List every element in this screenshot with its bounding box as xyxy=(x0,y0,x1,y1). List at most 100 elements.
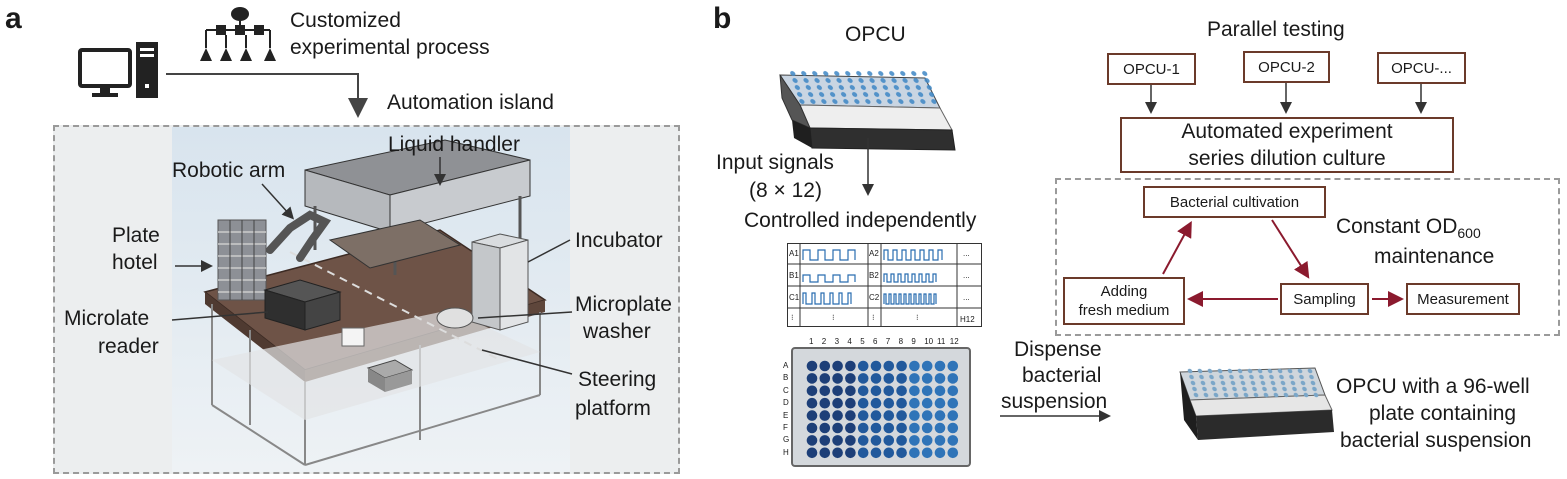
well-C7 xyxy=(883,385,895,397)
well-B3 xyxy=(832,373,843,384)
well-H6 xyxy=(870,447,882,459)
well-C10 xyxy=(921,385,933,397)
well-B8 xyxy=(896,373,907,384)
well-G9 xyxy=(909,435,920,446)
plate-row-label: D xyxy=(783,398,789,408)
well-E2 xyxy=(819,410,831,421)
well-F11 xyxy=(934,422,946,434)
well-F3 xyxy=(832,422,843,434)
well-C5 xyxy=(857,385,869,397)
signal-row-more1: ⁝ xyxy=(791,313,794,322)
signal-row-a1: A1 xyxy=(789,249,799,258)
well-D4 xyxy=(845,397,856,409)
well-B4 xyxy=(845,373,856,384)
process-label-line2: experimental process xyxy=(290,36,490,59)
microplate-washer-label-line1: Microplate xyxy=(575,293,672,316)
well-E12 xyxy=(947,410,959,421)
plate-col-label: 8 xyxy=(898,337,904,346)
well-H12 xyxy=(947,447,959,459)
well-D8 xyxy=(896,397,907,409)
well-A6 xyxy=(870,360,882,372)
well-F10 xyxy=(921,422,933,434)
well-H4 xyxy=(845,447,856,459)
signal-end-3: ... xyxy=(963,293,970,302)
well-F6 xyxy=(870,422,882,434)
computer-icon xyxy=(78,40,163,100)
final-label-line3: bacterial suspension xyxy=(1340,429,1532,452)
well-G2 xyxy=(819,435,831,446)
signal-row-more2b: ⁝ xyxy=(916,313,919,322)
adding-line1: Adding xyxy=(1100,283,1148,300)
well-B12 xyxy=(947,373,959,384)
well-D1 xyxy=(806,397,818,409)
well-H7 xyxy=(883,447,895,459)
well-H10 xyxy=(921,447,933,459)
well-D12 xyxy=(947,397,959,409)
constant-od-subscript: 600 xyxy=(1457,225,1481,242)
liquid-handler-label: Liquid handler xyxy=(388,133,520,156)
well-C12 xyxy=(947,385,959,397)
plate-col-label: 4 xyxy=(847,337,852,346)
well-B2 xyxy=(819,373,831,384)
microplate-washer-label-line2: washer xyxy=(583,320,651,343)
final-label-line2: plate containing xyxy=(1369,402,1517,425)
sampling-box: Sampling xyxy=(1280,283,1369,315)
automated-line1: Automated experiment xyxy=(1181,120,1393,143)
well-E7 xyxy=(883,410,895,421)
input-signals-line2: (8 × 12) xyxy=(749,179,822,202)
well-G11 xyxy=(934,435,946,446)
plate-col-label: 9 xyxy=(911,337,916,346)
plate-col-label: 2 xyxy=(821,337,827,346)
well-F5 xyxy=(857,422,869,434)
plate-col-label: 12 xyxy=(949,337,959,346)
well-D9 xyxy=(909,397,920,409)
well-E1 xyxy=(806,410,818,421)
well-G6 xyxy=(870,435,882,446)
well-F7 xyxy=(883,422,895,434)
well-A9 xyxy=(909,360,920,372)
bacterial-cultivation-box: Bacterial cultivation xyxy=(1143,186,1326,218)
microlate-reader-label-line2: reader xyxy=(98,335,159,358)
plate-col-label: 10 xyxy=(924,337,934,346)
dispense-label-line3: suspension xyxy=(1001,390,1108,413)
well-C1 xyxy=(806,385,818,397)
well-A12 xyxy=(947,360,959,372)
well-B9 xyxy=(909,373,920,384)
constant-od-cycle-box xyxy=(1055,178,1560,336)
robotic-arm-label: Robotic arm xyxy=(172,159,286,182)
microlate-reader-label-line1: Microlate xyxy=(64,307,150,330)
well-E10 xyxy=(921,410,933,421)
well-H9 xyxy=(909,447,920,459)
plate-row-label: A xyxy=(783,361,789,370)
well-A1 xyxy=(806,360,818,372)
well-E6 xyxy=(870,410,882,421)
plate-row-label: F xyxy=(783,423,788,432)
well-A8 xyxy=(896,360,907,372)
well-F8 xyxy=(896,422,907,434)
parallel-testing-label: Parallel testing xyxy=(1207,18,1345,41)
well-G8 xyxy=(896,435,907,446)
adding-fresh-medium-box: Adding fresh medium xyxy=(1063,277,1185,325)
well-C4 xyxy=(845,385,856,397)
well-F9 xyxy=(909,422,920,434)
automation-island-label: Automation island xyxy=(387,91,554,114)
panel-b-letter: b xyxy=(713,2,732,35)
well-C11 xyxy=(934,385,946,397)
well-H5 xyxy=(857,447,869,459)
well-G4 xyxy=(845,435,856,446)
incubator-label: Incubator xyxy=(575,229,663,252)
plate-row-label: E xyxy=(783,410,789,420)
well-H3 xyxy=(832,447,843,459)
well-A4 xyxy=(845,360,856,372)
well-G3 xyxy=(832,435,843,446)
well-C6 xyxy=(870,385,882,397)
signal-end-1: ... xyxy=(963,249,970,258)
opcu-unit-1: OPCU-1 xyxy=(1107,53,1196,85)
well-F1 xyxy=(806,422,818,434)
input-signals-line1: Input signals xyxy=(716,151,834,174)
